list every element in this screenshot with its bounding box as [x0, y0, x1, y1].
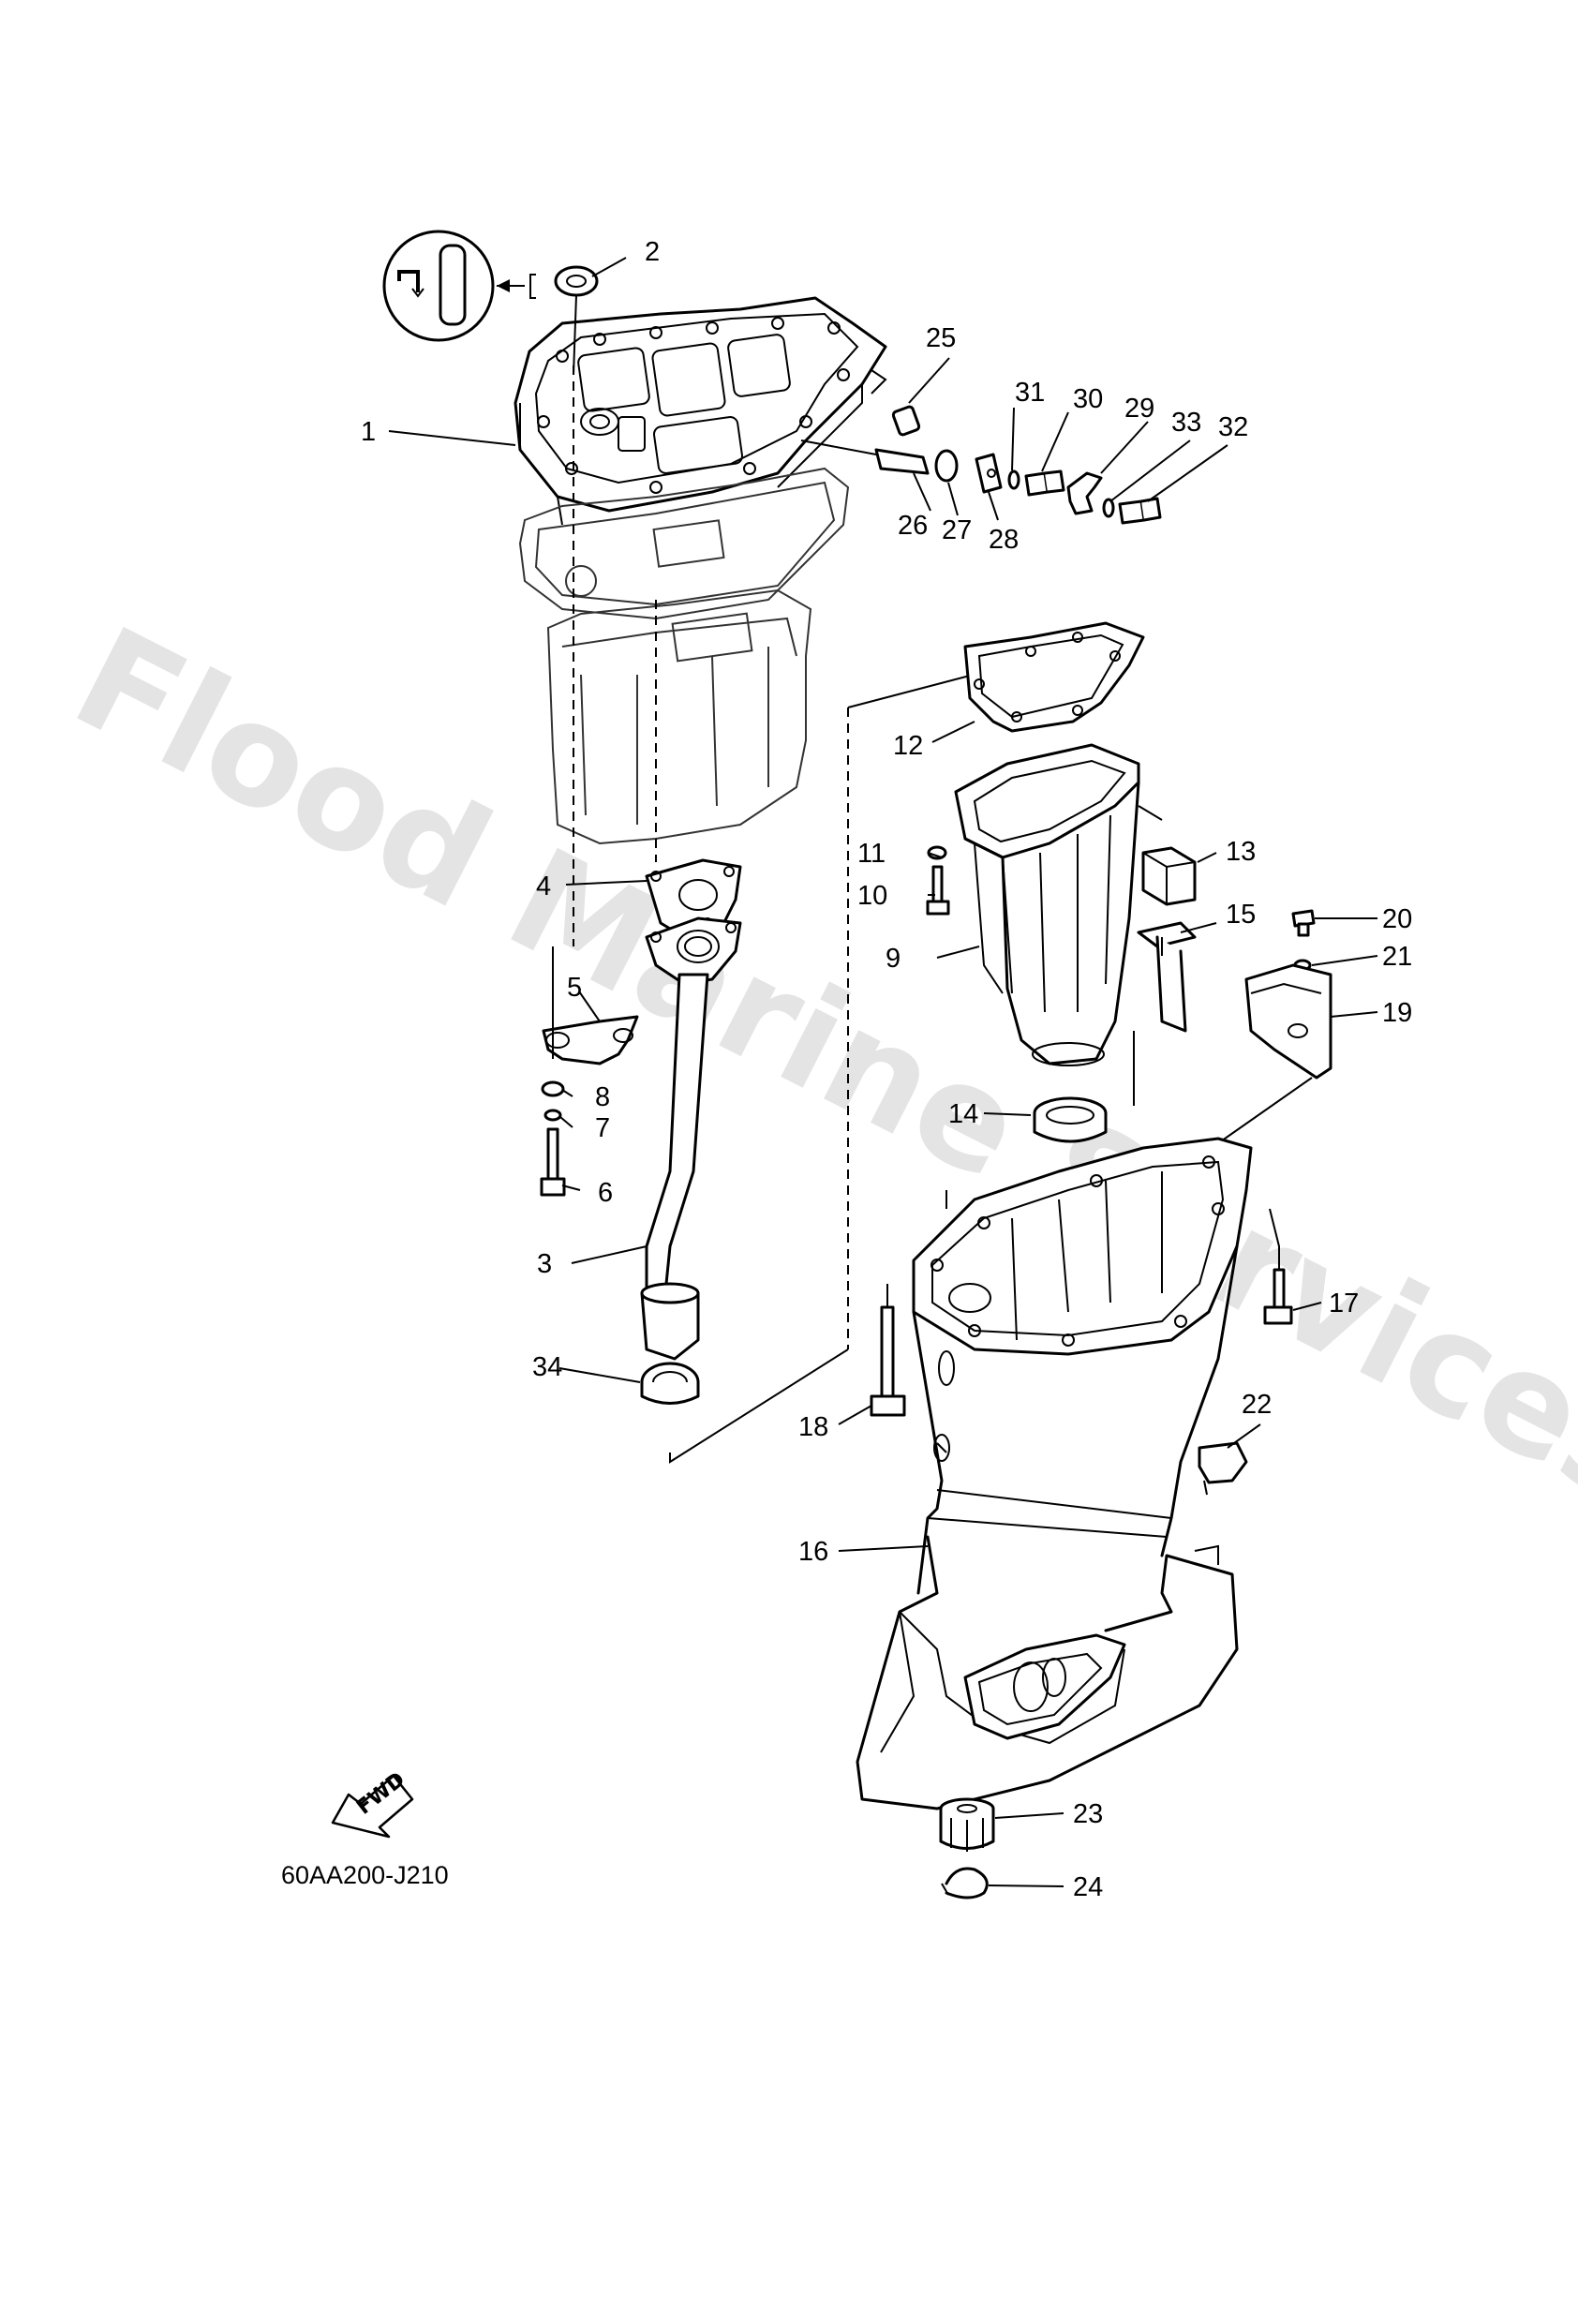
circlip-part-24 — [941, 1867, 989, 1899]
callout-18: 18 — [798, 1412, 828, 1442]
part-15 — [1137, 921, 1197, 1033]
washer-part-7 — [543, 1109, 562, 1122]
bolt-part-18 — [870, 1284, 906, 1417]
callout-30: 30 — [1073, 384, 1103, 414]
part-29 — [1066, 471, 1103, 515]
oil-pan-ghost — [546, 588, 812, 845]
callout-24: 24 — [1073, 1872, 1103, 1902]
callout-20: 20 — [1382, 904, 1412, 934]
callout-17: 17 — [1329, 1289, 1359, 1318]
part-26 — [800, 439, 930, 475]
bolt-part-6 — [540, 1127, 566, 1197]
part-30 — [1024, 469, 1065, 497]
gasket-part-4 — [645, 858, 742, 939]
callout-34: 34 — [532, 1352, 562, 1382]
callout-33: 33 — [1171, 408, 1201, 438]
part-28 — [975, 453, 1003, 494]
callout-25: 25 — [926, 323, 956, 353]
seal-part-14 — [1033, 1096, 1108, 1143]
callout-8: 8 — [595, 1082, 610, 1112]
callout-28: 28 — [989, 525, 1019, 555]
part-27 — [934, 449, 959, 483]
gear-part-23 — [939, 1797, 995, 1852]
callout-10: 10 — [857, 881, 887, 911]
callout-numbers: 1 2 3 4 5 6 7 8 9 10 11 12 13 14 15 16 1… — [361, 237, 1412, 1902]
callout-14: 14 — [948, 1099, 978, 1129]
part-22 — [1198, 1441, 1248, 1496]
callout-12: 12 — [893, 731, 923, 761]
callout-9: 9 — [886, 944, 901, 974]
part-13 — [1141, 846, 1197, 906]
part-33 — [1102, 498, 1115, 518]
callout-6: 6 — [598, 1178, 613, 1208]
callout-32: 32 — [1218, 412, 1248, 442]
callout-3: 3 — [537, 1249, 552, 1279]
bolt-part-17 — [1263, 1208, 1293, 1325]
callout-4: 4 — [536, 872, 551, 901]
bracket-line-bottom — [669, 1348, 849, 1464]
exhaust-pipe-part-3 — [640, 973, 709, 1361]
detail-inset — [382, 230, 536, 342]
callout-1: 1 — [361, 417, 376, 447]
screw-part-20 — [1291, 909, 1316, 937]
bracket-part-5 — [542, 1015, 639, 1065]
upper-casing-part-1 — [514, 296, 887, 526]
callout-26: 26 — [898, 511, 928, 541]
lower-case-part-16 — [856, 1137, 1253, 1810]
callout-21: 21 — [1382, 942, 1412, 972]
washer-part-2 — [554, 265, 599, 376]
callout-27: 27 — [942, 515, 972, 545]
callout-11: 11 — [857, 839, 886, 869]
exhaust-guide-part-9 — [954, 743, 1163, 1066]
diagram-code: 60AA200-J210 — [281, 1861, 449, 1889]
callout-leaders — [388, 257, 1378, 1887]
callout-22: 22 — [1242, 1390, 1272, 1420]
washer-part-8 — [541, 1080, 565, 1097]
alignment-line-19 — [1217, 1077, 1313, 1144]
callout-23: 23 — [1073, 1799, 1103, 1829]
callout-15: 15 — [1226, 900, 1256, 930]
plate-part-19 — [1244, 963, 1332, 1080]
callout-31: 31 — [1015, 378, 1045, 408]
bolt-part-10 — [926, 865, 950, 916]
part-25 — [891, 405, 921, 437]
callout-2: 2 — [645, 237, 660, 267]
watermark: Flood Marine Services — [51, 597, 1578, 1538]
fwd-arrow-icon: FWD — [331, 1768, 414, 1839]
exhaust-flange — [645, 916, 742, 986]
part-31 — [1007, 469, 1020, 490]
seal-part-34 — [640, 1362, 700, 1405]
callout-7: 7 — [595, 1113, 610, 1143]
upper-gasket-ghost — [518, 467, 850, 620]
part-32 — [1118, 497, 1162, 525]
callout-13: 13 — [1226, 837, 1256, 867]
callout-29: 29 — [1124, 394, 1154, 424]
callout-16: 16 — [798, 1537, 828, 1567]
callout-19: 19 — [1382, 998, 1412, 1028]
gasket-part-12 — [963, 621, 1145, 733]
callout-5: 5 — [567, 973, 582, 1003]
